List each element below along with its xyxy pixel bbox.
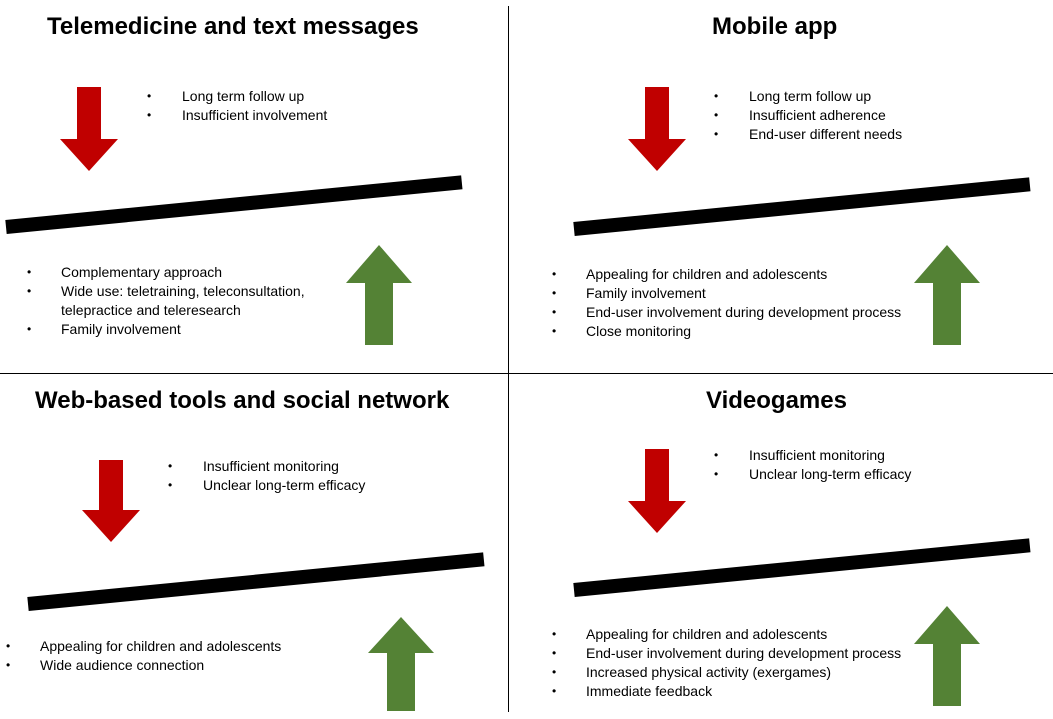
list-item: Immediate feedback xyxy=(552,682,932,701)
list-item: Wide use: teletraining, teleconsultation… xyxy=(27,282,347,320)
list-item: Long term follow up xyxy=(714,87,902,106)
down-arrow-icon xyxy=(60,87,118,171)
balance-beam xyxy=(573,538,1031,597)
negatives-list: Long term follow up Insufficient involve… xyxy=(147,87,327,125)
list-item: Increased physical activity (exergames) xyxy=(552,663,932,682)
positives-list: Appealing for children and adolescents E… xyxy=(552,625,932,701)
balance-beam xyxy=(5,175,463,234)
list-item: Insufficient monitoring xyxy=(714,446,911,465)
down-arrow-icon xyxy=(82,460,140,542)
list-item: Family involvement xyxy=(27,320,347,339)
positives-list: Complementary approach Wide use: teletra… xyxy=(27,263,347,339)
list-item: Complementary approach xyxy=(27,263,347,282)
balance-beam xyxy=(27,552,485,611)
quadrant-title: Web-based tools and social network xyxy=(35,387,450,414)
quadrant-title: Telemedicine and text messages xyxy=(47,13,419,40)
vertical-divider xyxy=(508,6,509,712)
balance-beam xyxy=(573,177,1031,236)
positives-list: Appealing for children and adolescents W… xyxy=(6,637,346,675)
list-item: Family involvement xyxy=(552,284,932,303)
list-item: Insufficient monitoring xyxy=(168,457,365,476)
list-item: Wide audience connection xyxy=(6,656,346,675)
horizontal-divider xyxy=(0,373,1053,374)
quadrant-title: Videogames xyxy=(706,387,847,414)
list-item: Insufficient adherence xyxy=(714,106,902,125)
up-arrow-icon xyxy=(346,245,412,345)
list-item: Appealing for children and adolescents xyxy=(552,625,932,644)
list-item: Unclear long-term efficacy xyxy=(714,465,911,484)
negatives-list: Insufficient monitoring Unclear long-ter… xyxy=(714,446,911,484)
list-item: Insufficient involvement xyxy=(147,106,327,125)
down-arrow-icon xyxy=(628,87,686,171)
list-item: End-user involvement during development … xyxy=(552,303,932,322)
list-item: Long term follow up xyxy=(147,87,327,106)
up-arrow-icon xyxy=(368,617,434,711)
down-arrow-icon xyxy=(628,449,686,533)
positives-list: Appealing for children and adolescents F… xyxy=(552,265,932,341)
list-item: Appealing for children and adolescents xyxy=(6,637,346,656)
list-item: Unclear long-term efficacy xyxy=(168,476,365,495)
list-item: End-user different needs xyxy=(714,125,902,144)
quadrant-title: Mobile app xyxy=(712,13,838,40)
list-item: End-user involvement during development … xyxy=(552,644,932,663)
list-item: Appealing for children and adolescents xyxy=(552,265,932,284)
negatives-list: Insufficient monitoring Unclear long-ter… xyxy=(168,457,365,495)
list-item: Close monitoring xyxy=(552,322,932,341)
negatives-list: Long term follow up Insufficient adheren… xyxy=(714,87,902,144)
